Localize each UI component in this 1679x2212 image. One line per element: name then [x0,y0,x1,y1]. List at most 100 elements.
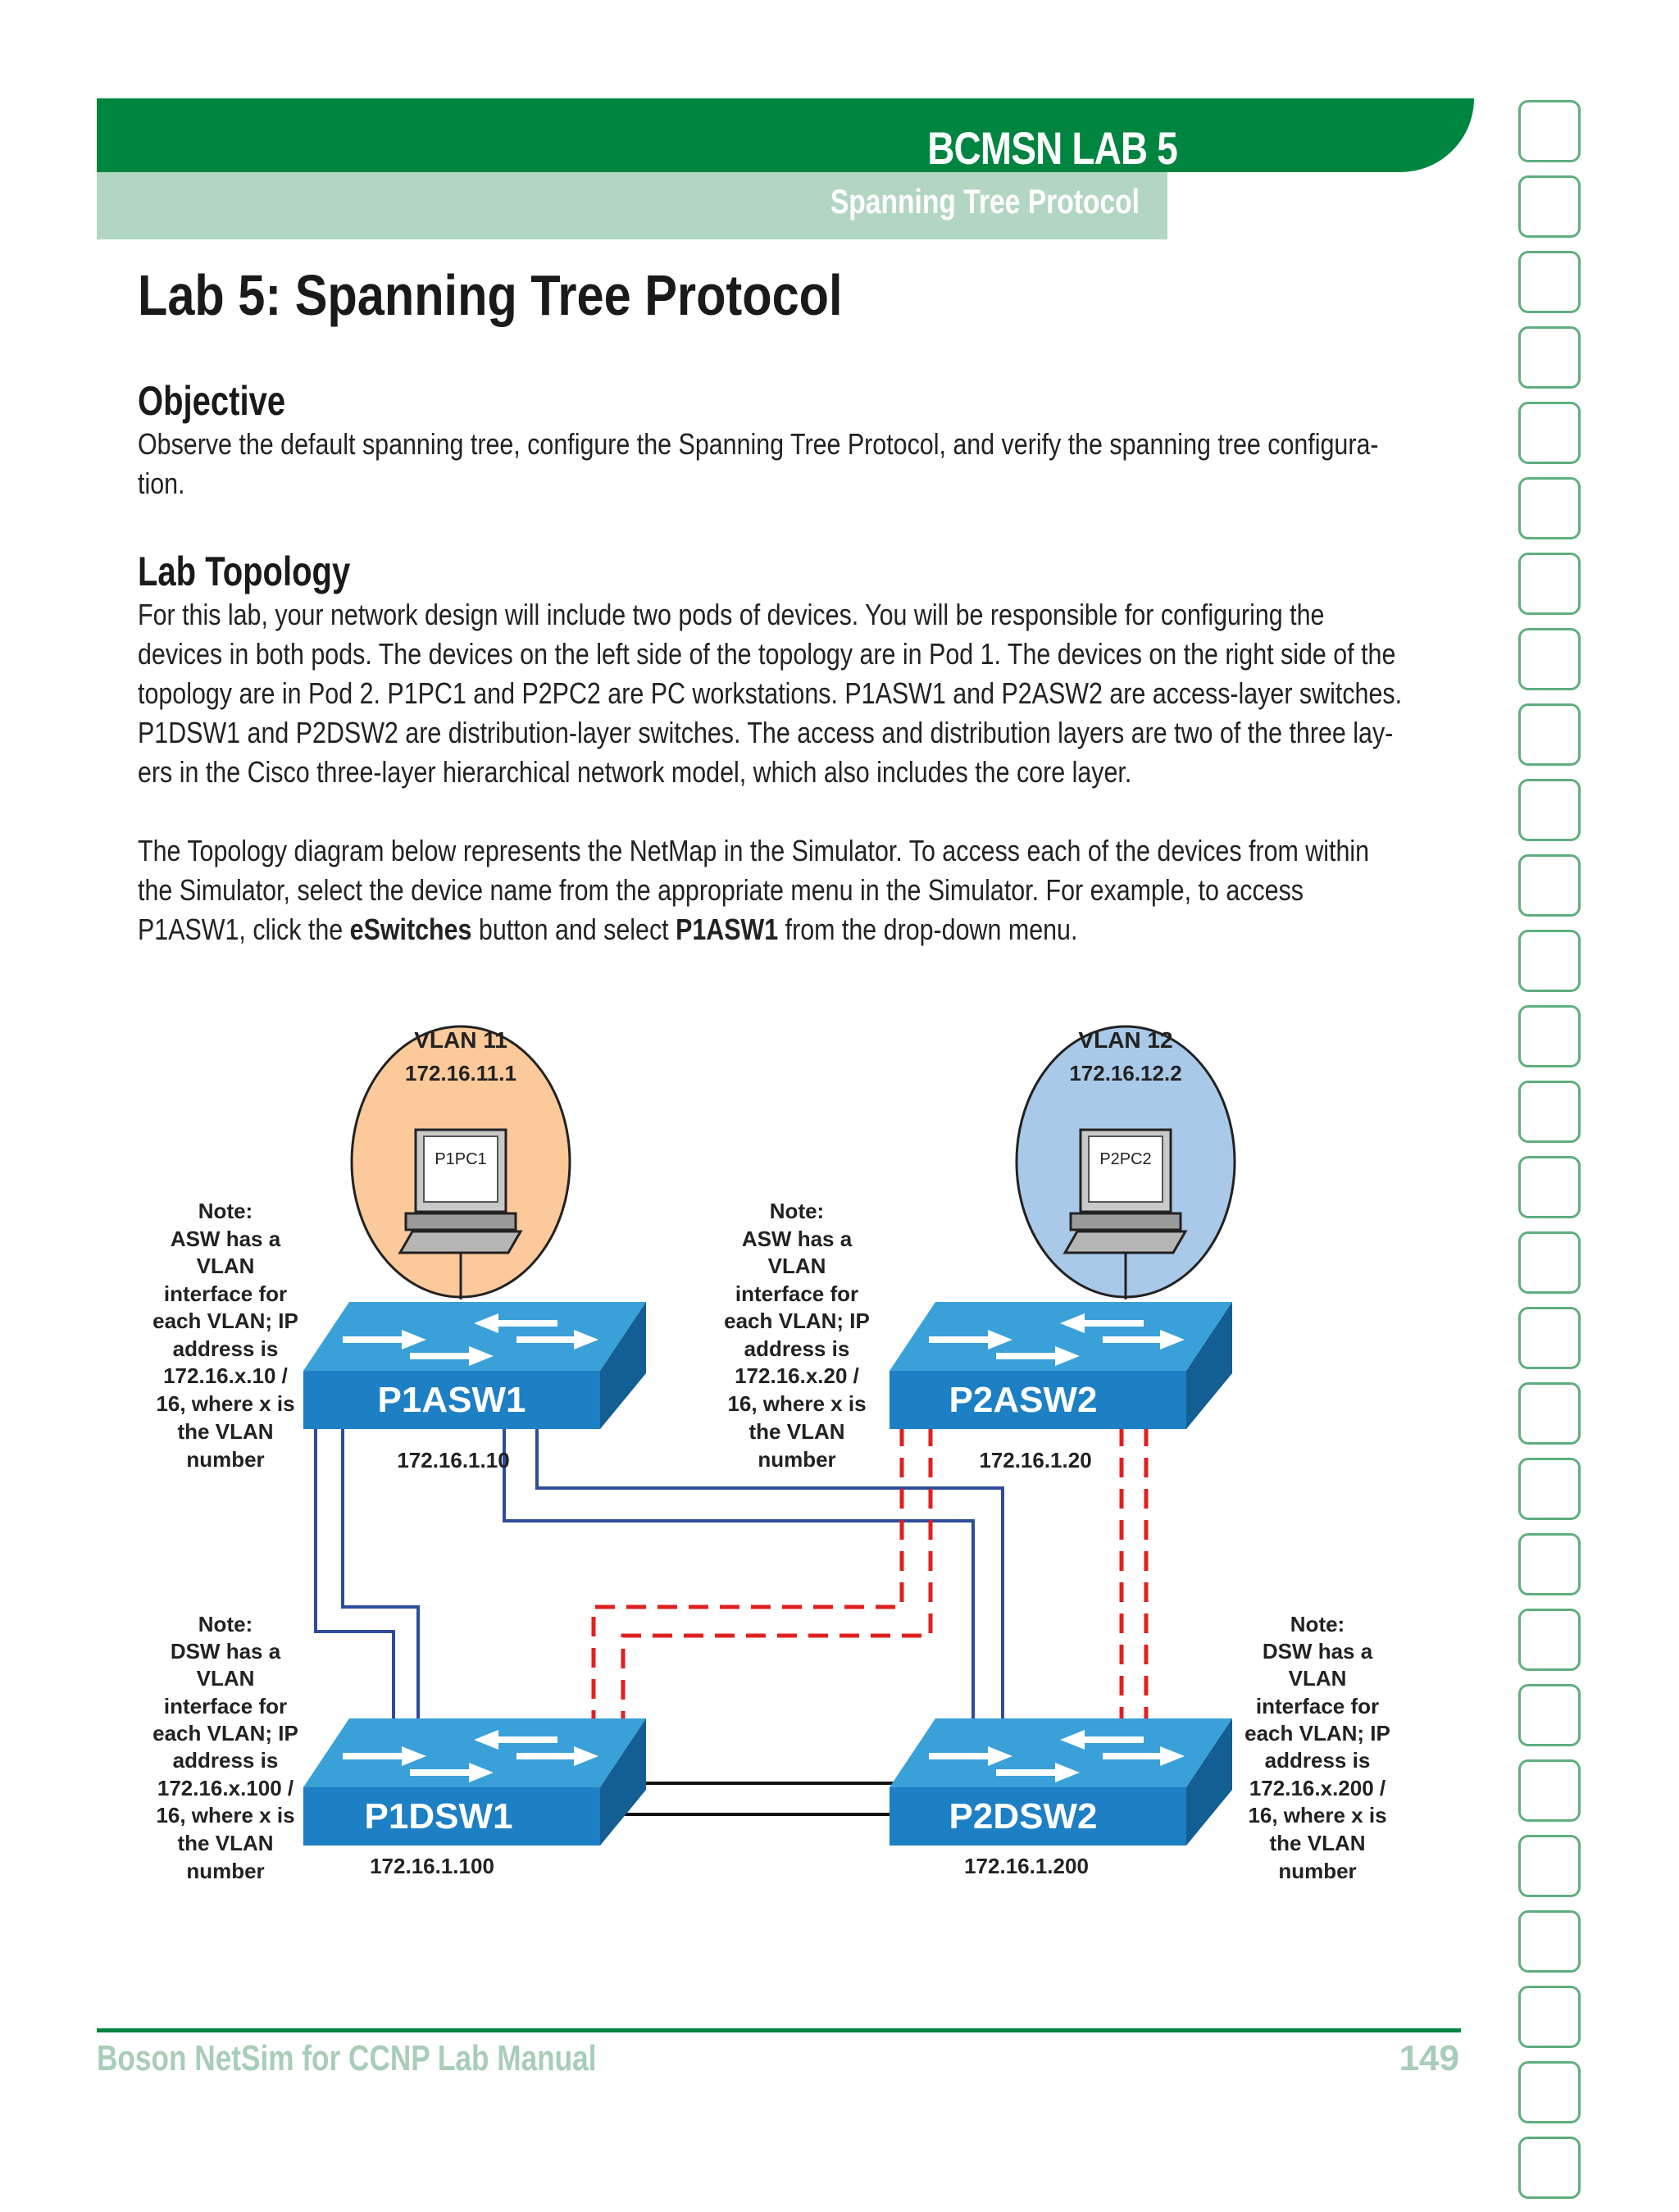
link-p1asw1-p1dsw1-a [314,1427,395,1730]
link-p1asw1-p2dsw2-a [503,1427,975,1730]
binder-ring [1518,553,1581,615]
note-line: the VLAN [178,1419,274,1444]
p2dsw2-switch-icon [890,1718,1232,1846]
topology-line: topology are in Pod 2. P1PC1 and P2PC2 a… [138,676,1403,710]
binder-ring [1518,1005,1581,1067]
note-line: each VLAN; IP [724,1309,870,1333]
link-p1asw1-p2dsw2-b [535,1427,1004,1730]
vlan-11-name: VLAN 11 [414,1027,507,1053]
binder-ring [1518,2061,1581,2123]
note-line: Note: [770,1199,824,1223]
note-line: interface for [735,1281,858,1306]
note-line: each VLAN; IP [152,1309,298,1333]
note-line: DSW has a [171,1639,281,1664]
page-number: 149 [1399,2038,1459,2078]
note-line: each VLAN; IP [152,1721,298,1745]
p1dsw1-ip: 172.16.1.100 [370,1854,494,1878]
topology-line: P1DSW1 and P2DSW2 are distribution-layer… [138,716,1394,749]
binder-ring [1518,703,1581,766]
note-line: 16, where x is [156,1391,294,1416]
objective-line: Observe the default spanning tree, confi… [138,427,1379,461]
note-line: the VLAN [178,1831,274,1855]
note-line: address is [173,1336,279,1361]
note-line: each VLAN; IP [1244,1721,1390,1745]
note-line: number [758,1447,835,1472]
page-content: Lab 5: Spanning Tree Protocol Objective … [138,262,1441,949]
note-asw-mid: Note: ASW has a VLAN interface for each … [724,1199,870,1472]
link-p1asw1-p1dsw1-b [341,1427,420,1730]
note-dsw-right: Note: DSW has a VLAN interface for each … [1244,1612,1390,1883]
note-line: 172.16.x.200 / [1249,1776,1386,1800]
note-line: number [1278,1859,1356,1883]
vlan-12-name: VLAN 12 [1078,1027,1172,1053]
binder-ring [1518,100,1581,162]
topology-line: The Topology diagram below represents th… [138,834,1370,867]
note-line: VLAN [197,1666,255,1691]
note-line: address is [1265,1748,1371,1773]
note-line: address is [173,1748,279,1773]
note-line: interface for [1256,1694,1379,1718]
binder-ring [1518,402,1581,464]
p2pc2-computer-icon [1062,1128,1188,1299]
p2dsw2-ip: 172.16.1.200 [964,1854,1089,1878]
note-line: interface for [164,1694,287,1718]
topology-diagram: VLAN 11 172.16.11.1 VLAN 12 172.16.12.2 … [152,1025,1390,1883]
p1dsw1-switch-icon [303,1718,646,1846]
binder-ring [1518,1307,1581,1369]
note-line: VLAN [1289,1666,1347,1691]
page-title: Lab 5: Spanning Tree Protocol [138,263,843,327]
topology-line: the Simulator, select the device name fr… [138,873,1304,907]
note-line: Note: [198,1612,253,1636]
link-p2asw2-p1dsw1-b [621,1427,933,1730]
binder-ring [1518,1835,1581,1897]
blue-links [314,1427,1004,1730]
binder-ring [1518,1156,1581,1218]
binder-ring [1518,1684,1581,1746]
p1pc1-label: P1PC1 [435,1150,486,1168]
p2dsw2-label: P2DSW2 [949,1796,1098,1837]
note-line: Note: [1290,1612,1345,1636]
binder-ring [1518,477,1581,539]
note-line: 172.16.x.100 / [157,1776,293,1800]
p2asw2-switch-icon [890,1302,1232,1429]
objective-line: tion. [138,467,185,500]
note-line: ASW has a [742,1227,853,1251]
topology-line: button and select [471,913,676,946]
distribution-links [607,1782,894,1816]
topology-paragraph-1: For this lab, your network design will i… [138,595,1440,792]
topology-heading: Lab Topology [138,548,351,594]
note-line: 172.16.x.20 / [735,1363,859,1388]
note-line: 172.16.x.10 / [163,1363,288,1388]
p1asw1-switch-icon [303,1302,646,1429]
vlan-12-ip: 172.16.12.2 [1069,1061,1181,1086]
header-band [97,98,1474,172]
note-line: interface for [164,1281,287,1306]
note-line: VLAN [768,1254,826,1278]
p1asw1-emphasis: P1ASW1 [676,913,779,946]
topology-line: P1ASW1, click the [138,913,350,946]
p2asw2-label: P2ASW2 [949,1380,1098,1420]
binder-ring [1518,930,1581,992]
note-line: address is [744,1336,850,1361]
p1asw1-ip: 172.16.1.10 [397,1448,509,1472]
objective-heading: Objective [138,378,286,424]
topology-line: devices in both pods. The devices on the… [138,637,1396,671]
topology-line: For this lab, your network design will i… [138,598,1325,631]
footer-book-title: Boson NetSim for CCNP Lab Manual [97,2038,597,2078]
binder-ring [1518,1231,1581,1294]
red-dashed-links [591,1427,1149,1730]
link-p2asw2-p1dsw1-a [591,1427,904,1730]
p1pc1-computer-icon [398,1128,523,1299]
topology-line: ers in the Cisco three-layer hierarchica… [138,755,1132,789]
binder-ring [1518,326,1581,389]
p2pc2-label: P2PC2 [1099,1150,1151,1168]
binder-ring [1518,1986,1581,2048]
note-line: Note: [198,1199,253,1223]
p2asw2-ip: 172.16.1.20 [979,1448,1091,1472]
header-subtitle: Spanning Tree Protocol [830,182,1140,221]
binder-ring [1518,1081,1581,1143]
binder-ring [1518,1609,1581,1671]
binder-ring [1518,1533,1581,1595]
note-line: DSW has a [1263,1639,1373,1664]
binder-ring [1518,854,1581,917]
